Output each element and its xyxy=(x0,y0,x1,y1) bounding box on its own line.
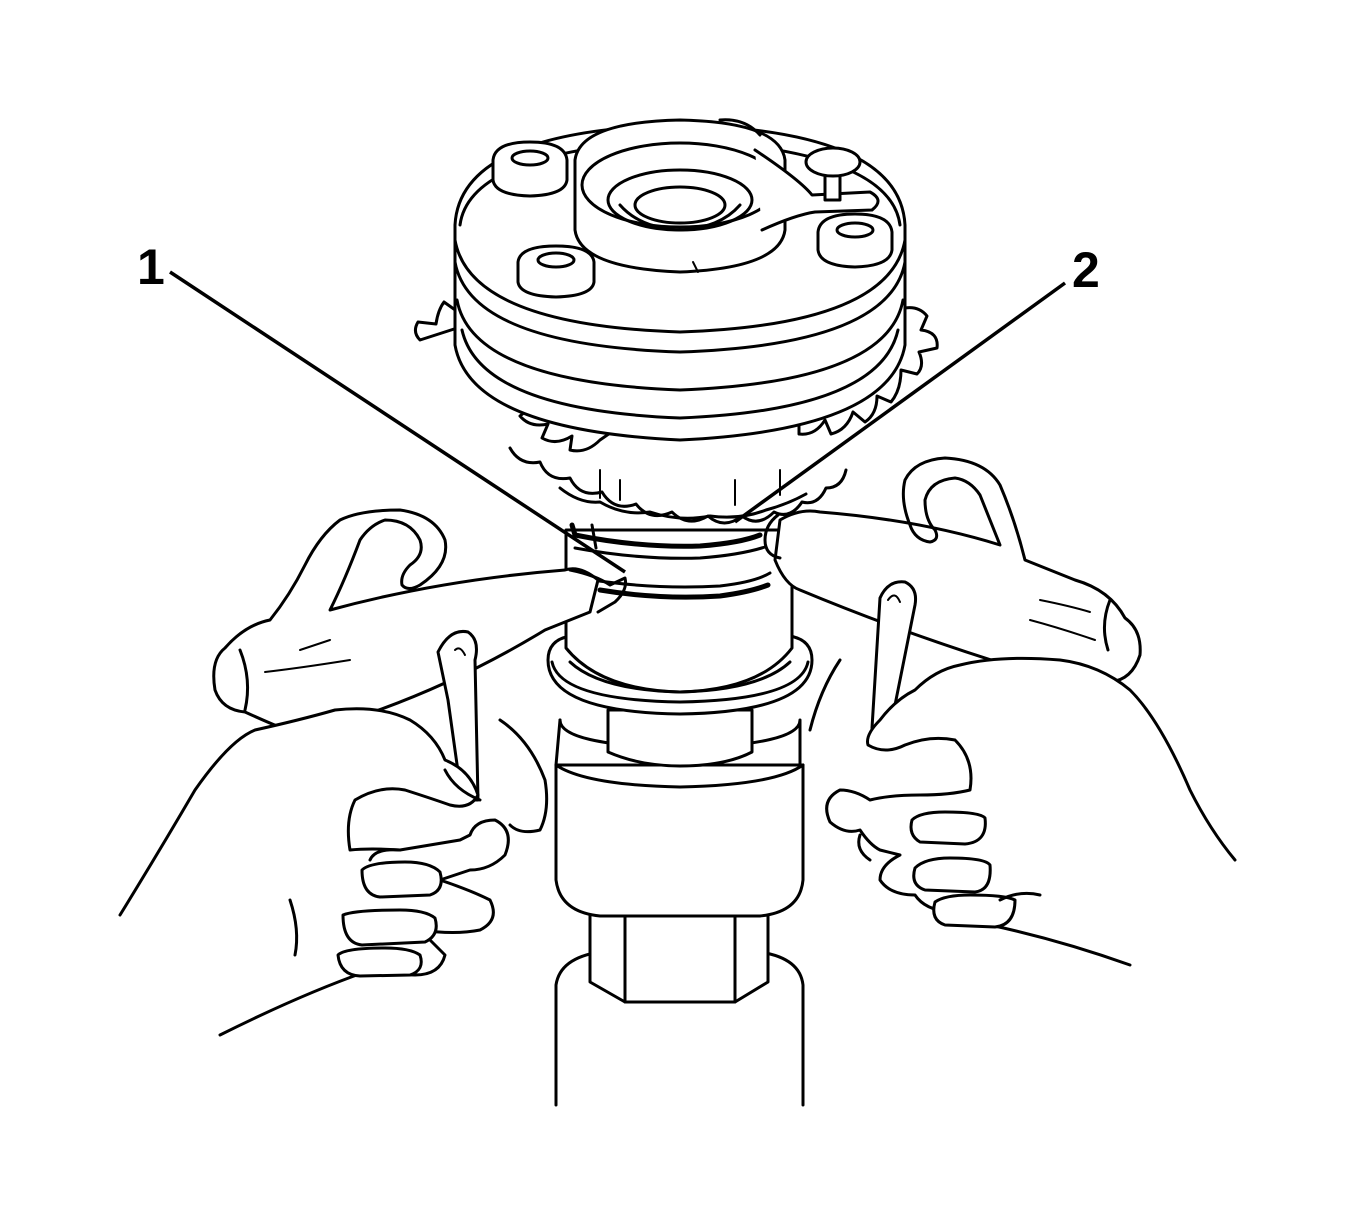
callout-label-1: 1 xyxy=(137,239,165,295)
callout-leaders xyxy=(169,270,1067,574)
left-air-gun xyxy=(118,508,627,1037)
right-air-gun xyxy=(763,456,1237,967)
actuator-top xyxy=(491,118,894,299)
callout-label-2: 2 xyxy=(1072,242,1100,298)
leader-line-2 xyxy=(733,281,1067,524)
leader-line-1 xyxy=(169,270,626,574)
